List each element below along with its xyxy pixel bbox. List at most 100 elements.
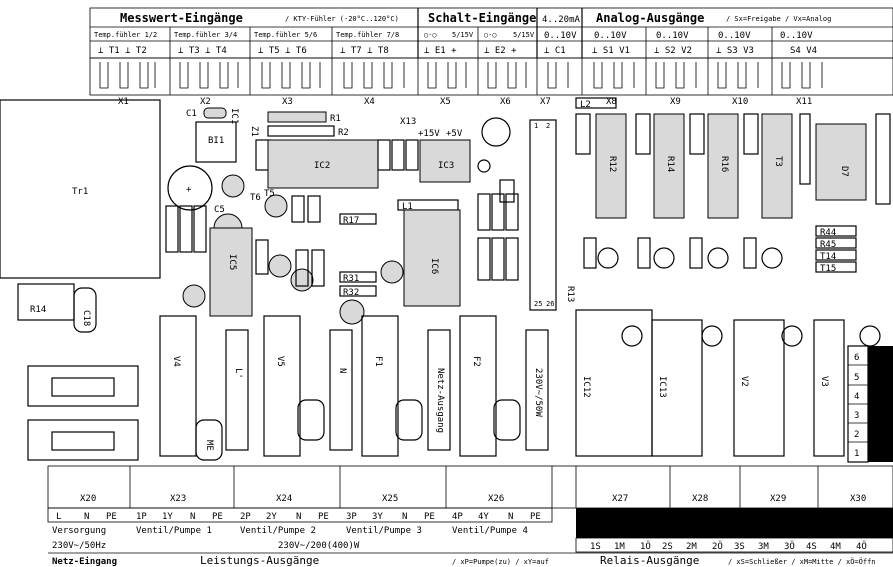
x12-label: R13 bbox=[565, 286, 575, 302]
resistor-r30 bbox=[311, 249, 325, 287]
voltage-netz: 230V~/50Hz bbox=[52, 541, 106, 551]
diode-d2 bbox=[307, 195, 321, 223]
label-versorgung: Versorgung bbox=[52, 526, 106, 536]
pin-3p: 3P bbox=[346, 512, 357, 522]
pin-4p: 4P bbox=[452, 512, 463, 522]
pins-x9: ⊥ S2 V2 bbox=[654, 46, 692, 56]
resistor-r9 bbox=[575, 113, 591, 155]
switch-symbol-1: ○-○ bbox=[424, 31, 437, 39]
capacitor-c2 bbox=[481, 117, 511, 147]
svg-text:4: 4 bbox=[854, 392, 859, 402]
resistor-r10 bbox=[635, 113, 651, 155]
relay-k15-group: IC13 bbox=[651, 319, 723, 457]
x12-pin26: 26 bbox=[546, 300, 554, 308]
transistor-t11 bbox=[290, 268, 314, 292]
svg-text:3: 3 bbox=[854, 411, 859, 421]
sub-temp-12: Temp.fühler 1/2 bbox=[94, 31, 157, 39]
r2-label: R2 bbox=[338, 128, 349, 138]
diode-d1 bbox=[291, 195, 305, 223]
connector-x27: X27 bbox=[612, 494, 628, 504]
pins-x8: ⊥ S1 V1 bbox=[592, 46, 630, 56]
relay-pin-1o: 1Ö bbox=[640, 541, 651, 552]
pin-2y: 2Y bbox=[266, 512, 277, 522]
svg-text:V4: V4 bbox=[171, 356, 181, 367]
bi1-label: BI1 bbox=[208, 136, 224, 146]
relay-k11-group: V5 N bbox=[263, 315, 353, 457]
connector-x28: X28 bbox=[692, 494, 708, 504]
ic3 bbox=[419, 139, 471, 183]
pin-4y: 4Y bbox=[478, 512, 489, 522]
svg-text:230V~/50W: 230V~/50W bbox=[533, 368, 543, 417]
pin-2p: 2P bbox=[240, 512, 251, 522]
relay-pin-3o: 3Ö bbox=[784, 541, 795, 552]
svg-text:T15: T15 bbox=[820, 264, 836, 274]
resistor-r2 bbox=[267, 125, 335, 137]
relay-pin-1m: 1M bbox=[614, 542, 625, 552]
resistor-r14 bbox=[799, 113, 811, 185]
connector-x11: X11 bbox=[796, 97, 812, 107]
pin-l: L bbox=[56, 512, 61, 522]
pins-x7: ⊥ C1 bbox=[544, 46, 566, 56]
pins-x2: ⊥ T3 ⊥ T4 bbox=[178, 46, 227, 56]
label-pumpe-2: Ventil/Pumpe 2 bbox=[240, 526, 316, 536]
svg-text:5: 5 bbox=[854, 373, 859, 383]
pins-x1: ⊥ T1 ⊥ T2 bbox=[98, 46, 147, 56]
switch-symbol-2: ○-○ bbox=[484, 31, 497, 39]
t6-label: T6 bbox=[250, 193, 261, 203]
connector-x3: X3 bbox=[282, 97, 293, 107]
resistor-r29 bbox=[295, 249, 309, 287]
resistor-r36 bbox=[491, 237, 505, 281]
label-pumpe-4: Ventil/Pumpe 4 bbox=[452, 526, 528, 536]
label-pumpe-3: Ventil/Pumpe 3 bbox=[346, 526, 422, 536]
transistor-t13 bbox=[380, 260, 404, 284]
relay-pin-2s: 2S bbox=[662, 542, 673, 552]
relay-k12-group: F1 Netz-Ausgang bbox=[361, 315, 451, 457]
connector-x2: X2 bbox=[200, 97, 211, 107]
connector-x4: X4 bbox=[364, 97, 375, 107]
relay-pin-row bbox=[575, 537, 893, 553]
fuse-f1 bbox=[51, 377, 115, 397]
relay-k14-group: IC12 bbox=[575, 309, 653, 457]
pin-pe: PE bbox=[106, 512, 117, 522]
header-analog: Analog-Ausgänge bbox=[596, 11, 704, 25]
ic3-label: IC3 bbox=[438, 161, 454, 171]
connector-x5: X5 bbox=[440, 97, 451, 107]
bridge-bi1 bbox=[195, 121, 237, 163]
relay-k1 bbox=[595, 113, 627, 219]
resistor-r4 bbox=[377, 139, 391, 171]
relay-k13-group: F2 230V~/50W bbox=[459, 315, 549, 457]
relay-pin-3m: 3M bbox=[758, 542, 769, 552]
fuse-holder-f1 bbox=[27, 365, 139, 407]
connector-x8: X8 bbox=[606, 97, 617, 107]
k3-label: R16 bbox=[719, 156, 729, 172]
connector-x26: X26 bbox=[488, 494, 504, 504]
sub-s1-range: 0..10V bbox=[594, 31, 627, 41]
label-pumpe-1: Ventil/Pumpe 1 bbox=[136, 526, 212, 536]
resistor-r6 bbox=[405, 139, 419, 171]
resistor-r18 bbox=[477, 193, 491, 231]
c5-label: C5 bbox=[214, 205, 225, 215]
pin-2n: N bbox=[296, 512, 301, 522]
connector-x24: X24 bbox=[276, 494, 292, 504]
resistor-r31 bbox=[339, 271, 377, 283]
transistor-t10 bbox=[182, 284, 206, 308]
svg-text:IC12: IC12 bbox=[581, 376, 591, 398]
sub-5-15v-1: 5/15V bbox=[452, 31, 474, 39]
ic5 bbox=[209, 227, 253, 317]
capacitor-c4 bbox=[499, 179, 515, 203]
relay-k4 bbox=[761, 113, 793, 219]
svg-text:F1: F1 bbox=[373, 356, 383, 367]
fuse-holder-f2 bbox=[27, 419, 139, 461]
diode-d3 bbox=[491, 193, 505, 231]
relay-pin-2o: 2Ö bbox=[712, 541, 723, 552]
pins-x5: ⊥ E1 + bbox=[424, 46, 457, 56]
c1-label: C1 bbox=[186, 109, 197, 119]
r31-label: R31 bbox=[343, 274, 359, 284]
header-schalt: Schalt-Eingänge bbox=[428, 11, 536, 25]
fuse-f2 bbox=[51, 431, 115, 451]
z1-label: Z1 bbox=[249, 126, 259, 137]
r1-label: R1 bbox=[330, 114, 341, 124]
resistor-r16 bbox=[875, 113, 891, 205]
header-messwert-note: / KTY-Fühler (-20°C..120°C) bbox=[285, 15, 399, 23]
